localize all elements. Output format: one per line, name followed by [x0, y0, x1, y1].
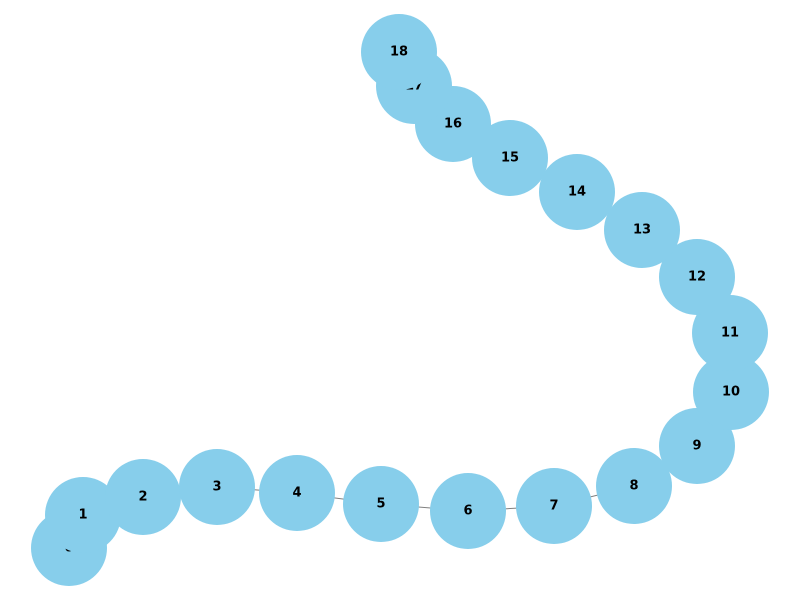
node-18: 18	[361, 14, 437, 90]
node-9: 9	[659, 408, 735, 484]
node-4: 4	[259, 455, 335, 531]
node-label: 8	[629, 479, 638, 494]
node-circle	[430, 473, 506, 549]
node-label: 10	[722, 385, 740, 400]
node-label: 11	[721, 326, 739, 341]
node-circle	[539, 154, 615, 230]
node-7: 7	[516, 468, 592, 544]
node-circle	[105, 459, 181, 535]
node-14: 14	[539, 154, 615, 230]
node-label: 3	[212, 480, 221, 495]
node-circle	[343, 466, 419, 542]
node-circle	[659, 239, 735, 315]
node-circle	[604, 192, 680, 268]
node-label: 15	[501, 151, 519, 166]
node-label: 18	[390, 45, 408, 60]
node-5: 5	[343, 466, 419, 542]
nodes-layer: 0123456789101112131415161718	[31, 14, 769, 586]
node-circle	[179, 449, 255, 525]
node-11: 11	[692, 295, 768, 371]
node-10: 10	[693, 354, 769, 430]
node-1: 1	[45, 477, 121, 553]
node-circle	[659, 408, 735, 484]
node-label: 16	[444, 117, 462, 132]
node-circle	[259, 455, 335, 531]
node-label: 14	[568, 185, 586, 200]
node-circle	[472, 120, 548, 196]
node-circle	[45, 477, 121, 553]
node-6: 6	[430, 473, 506, 549]
node-label: 5	[376, 497, 385, 512]
node-label: 9	[692, 439, 701, 454]
node-12: 12	[659, 239, 735, 315]
node-circle	[361, 14, 437, 90]
node-circle	[596, 448, 672, 524]
node-circle	[693, 354, 769, 430]
node-15: 15	[472, 120, 548, 196]
node-13: 13	[604, 192, 680, 268]
node-label: 7	[549, 499, 558, 514]
node-label: 12	[688, 270, 706, 285]
node-label: 13	[633, 223, 651, 238]
node-label: 4	[292, 486, 301, 501]
node-3: 3	[179, 449, 255, 525]
node-circle	[516, 468, 592, 544]
node-label: 1	[78, 508, 87, 523]
node-label: 6	[463, 504, 472, 519]
node-label: 2	[138, 490, 147, 505]
node-2: 2	[105, 459, 181, 535]
node-circle	[692, 295, 768, 371]
node-8: 8	[596, 448, 672, 524]
